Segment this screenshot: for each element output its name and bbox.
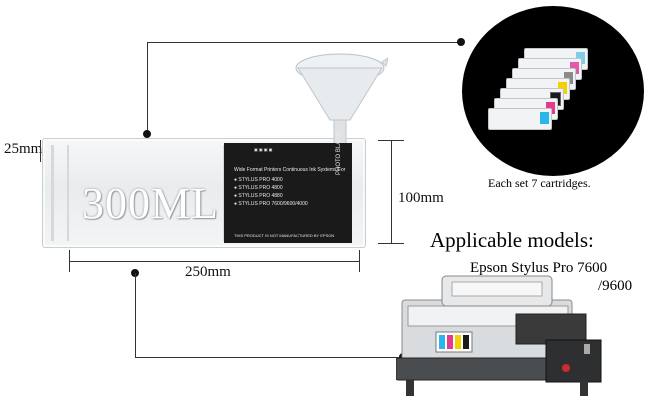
label-brand: ▣ ▣ ▣ ▣ [254, 147, 273, 152]
callout-line-horizontal [135, 357, 403, 358]
label-model-1: ● STYLUS PRO 4000 [234, 177, 283, 183]
cartridge-label: ▣ ▣ ▣ ▣ Wide Format Printers Continuous … [224, 132, 352, 243]
callout-line-horizontal [147, 42, 463, 43]
label-color: PHOTO BLACK [336, 132, 342, 175]
mini-cartridge [488, 108, 552, 130]
cartridge-set-photo [462, 6, 644, 176]
depth-dimension: 100mm [398, 190, 444, 206]
label-model-3: ● STYLUS PRO 4880 [234, 193, 283, 199]
width-dimension: 250mm [185, 264, 231, 280]
label-footer: THIS PRODUCT IS NOT MANUFACTURED BY EPSO… [234, 233, 335, 238]
cartridge-rib [67, 145, 69, 241]
depth-line [391, 140, 392, 244]
funnel-image [292, 50, 389, 150]
callout-line-vertical [147, 42, 148, 134]
width-line [69, 261, 360, 262]
height-dimension: 25mm [4, 141, 43, 157]
model-name: Epson Stylus Pro 7600 [470, 260, 608, 276]
volume-label: 300ML [82, 179, 219, 228]
model-name-suffix: /9600 [598, 278, 633, 294]
label-header: Wide Format Printers Continuous Ink Syst… [234, 167, 346, 173]
callout-line-vertical [135, 273, 136, 357]
depth-tick-bottom [378, 243, 404, 244]
label-model-4: ● STYLUS PRO 7600/9600/4000 [234, 201, 308, 207]
label-model-2: ● STYLUS PRO 4800 [234, 185, 283, 191]
printer-image [395, 270, 606, 400]
callout-dot [457, 38, 465, 46]
cartridge-rib [51, 145, 54, 241]
callout-dot [143, 130, 151, 138]
height-marker [40, 140, 41, 162]
width-tick-right [359, 250, 360, 272]
applicable-models-title: Applicable models: [430, 228, 594, 252]
set-caption: Each set 7 cartridges. [488, 176, 591, 190]
